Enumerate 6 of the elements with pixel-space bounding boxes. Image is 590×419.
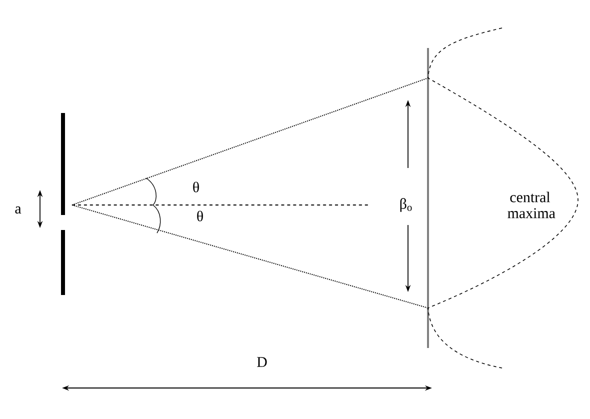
angle-label: θ — [197, 210, 203, 222]
fringe-width-label: β$_{o}$ — [400, 198, 412, 212]
distance-label: D — [257, 357, 267, 367]
slit-width-label: a — [15, 206, 22, 214]
region-label: central maxima — [508, 192, 556, 218]
angle-label: θ — [193, 182, 199, 192]
